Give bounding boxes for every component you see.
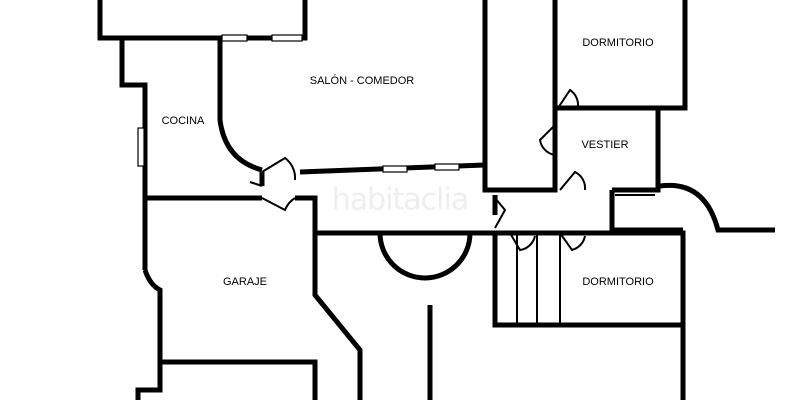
walls (97, 0, 775, 400)
room-label-dormitorio-bottom: DORMITORIO (582, 276, 654, 288)
room-label-dormitorio-top: DORMITORIO (582, 37, 654, 49)
room-label-garaje: GARAJE (222, 276, 268, 288)
windows (137, 34, 460, 173)
room-label-vestier: VESTIER (581, 139, 629, 151)
watermark: habitaclia (331, 182, 469, 218)
room-label-cocina: COCINA (161, 115, 205, 127)
doors (249, 88, 587, 252)
room-label-salon-comedor: SALÓN - COMEDOR (309, 75, 415, 87)
